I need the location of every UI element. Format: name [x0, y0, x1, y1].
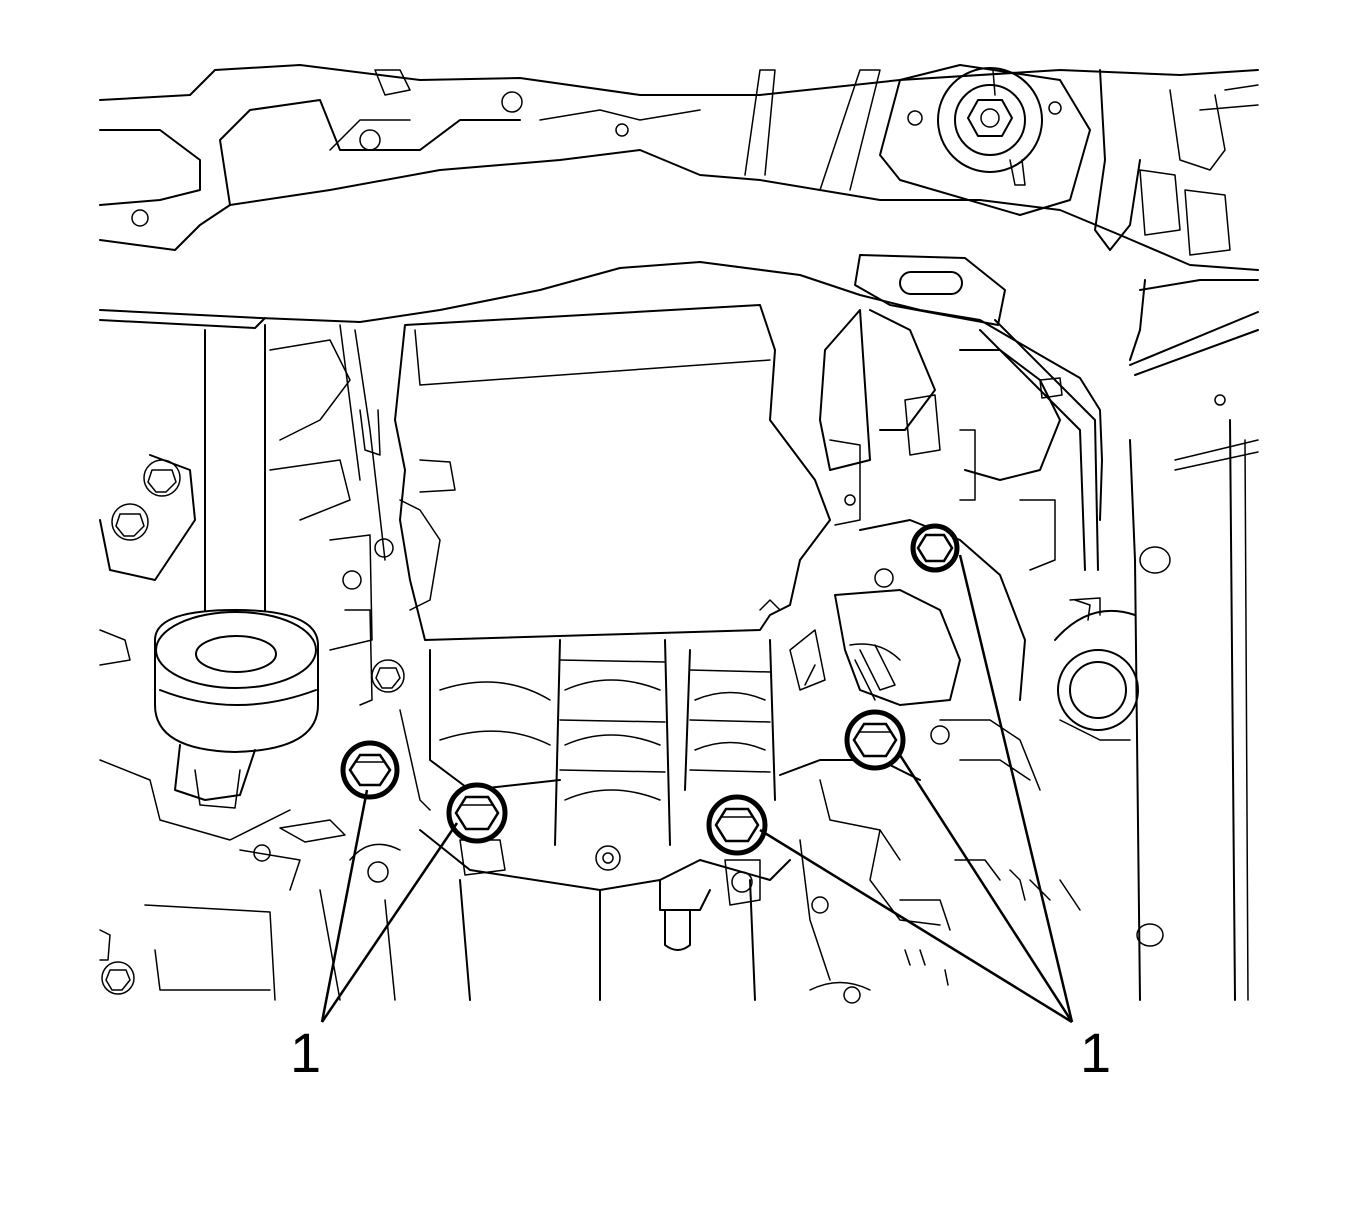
bolt-3 — [706, 794, 768, 856]
lower-left-nut — [101, 961, 135, 995]
bolt-4 — [844, 709, 906, 771]
callout-label-left: 1 — [290, 1021, 321, 1084]
axle-shaft — [99, 324, 351, 1001]
bracket-bolt-a — [143, 459, 181, 497]
bolt-1 — [340, 740, 400, 800]
callout-bolts — [340, 523, 960, 856]
bolt-5 — [910, 523, 960, 573]
oil-pan — [319, 304, 861, 1001]
bolt-2 — [446, 782, 508, 844]
pan-bolt-small — [371, 659, 405, 693]
cross-member — [99, 254, 1259, 1001]
right-components — [779, 309, 1139, 1004]
bracket-bolt-b — [111, 503, 149, 541]
callout-label-right: 1 — [1080, 1021, 1111, 1084]
leader-lines — [320, 554, 1074, 1024]
upper-subframe — [99, 64, 1259, 471]
